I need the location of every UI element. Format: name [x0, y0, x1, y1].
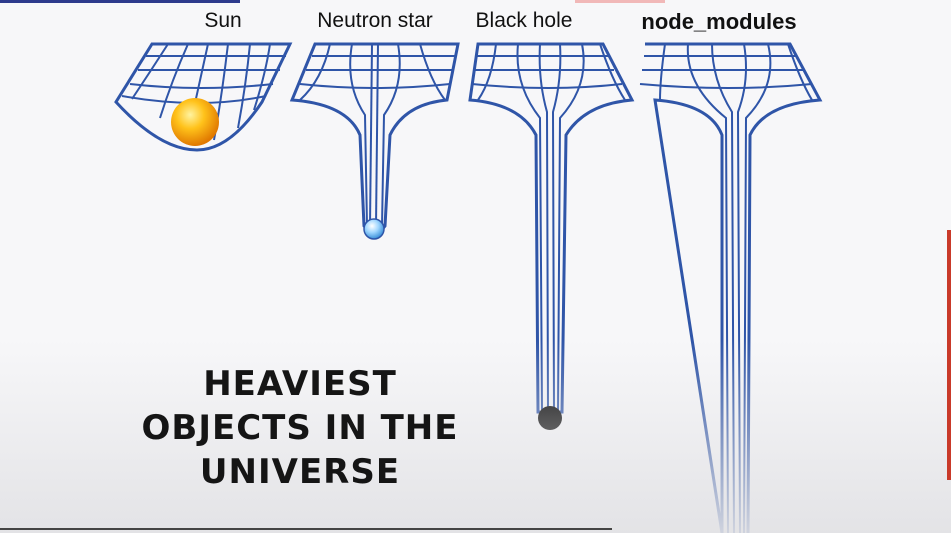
- video-top-bar: [0, 0, 240, 3]
- right-edge-bar: [947, 230, 951, 480]
- caption-line-2: OBJECTS IN THE: [141, 408, 459, 448]
- neutron-star-sphere: [363, 218, 385, 240]
- caption-line-1: HEAVIEST: [203, 364, 397, 404]
- neutron-star-label: Neutron star: [317, 9, 433, 32]
- neutron-star-spacetime-grid: [289, 42, 460, 235]
- node-modules-spacetime-grid: [639, 42, 823, 533]
- video-top-bar-accent: [575, 0, 665, 3]
- black-hole-label: Black hole: [475, 9, 573, 32]
- node-modules-label: node_modules: [641, 9, 797, 34]
- black-hole-spacetime-grid: [468, 42, 635, 414]
- sun-sphere: [171, 98, 219, 146]
- bottom-rule: [0, 528, 612, 530]
- caption: HEAVIEST OBJECTS IN THE UNIVERSE: [100, 362, 500, 494]
- black-hole-sphere: [538, 406, 562, 430]
- sun-label: Sun: [204, 9, 242, 32]
- caption-line-3: UNIVERSE: [199, 452, 401, 492]
